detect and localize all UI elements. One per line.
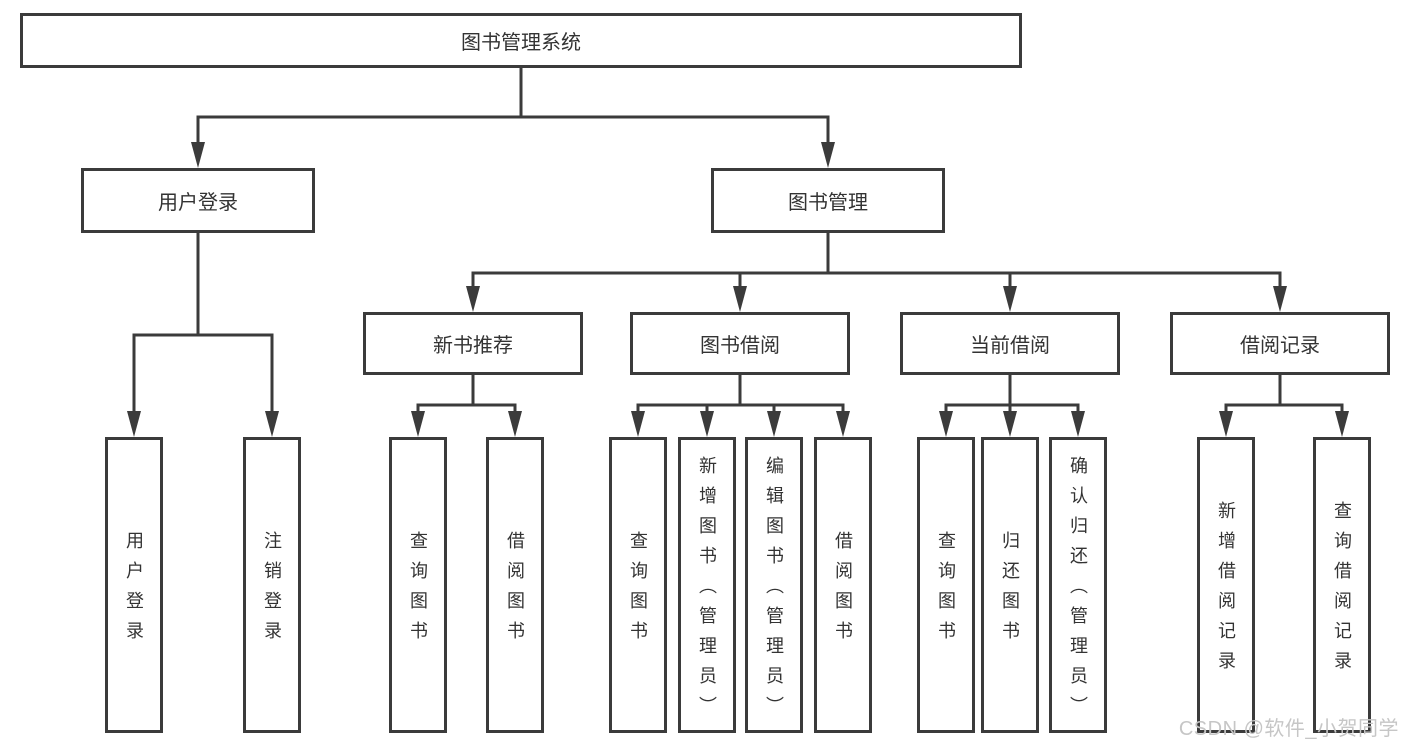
node-new-book-recommend: 新书推荐 [363,312,583,375]
connector-book-management-to-level3 [466,233,1287,312]
leaf-borrow-books-recommend-label: 借阅图书 [505,531,525,651]
leaf-user-login-label: 用户登录 [124,531,144,651]
leaf-confirm-return-admin: 确认归还（管理员） [1049,437,1107,733]
leaf-query-books-borrow: 查询图书 [609,437,667,733]
leaf-add-book-admin-label: 新增图书（管理员） [697,456,717,726]
node-book-management-label: 图书管理 [788,192,868,214]
node-user-login: 用户登录 [81,168,315,233]
leaf-add-borrow-record: 新增借阅记录 [1197,437,1255,733]
leaf-return-book: 归还图书 [981,437,1039,733]
connector-current-borrow-to-leaves [939,375,1085,437]
leaf-borrow-books-label: 借阅图书 [833,531,853,651]
leaf-confirm-return-admin-label: 确认归还（管理员） [1068,456,1088,726]
leaf-borrow-books: 借阅图书 [814,437,872,733]
leaf-query-books-borrow-label: 查询图书 [628,531,648,651]
connector-borrow-records-to-leaves [1219,375,1349,437]
node-book-borrow: 图书借阅 [630,312,850,375]
node-current-borrow-label: 当前借阅 [970,335,1050,357]
node-library-system: 图书管理系统 [20,13,1022,68]
leaf-query-books-recommend: 查询图书 [389,437,447,733]
node-library-system-label: 图书管理系统 [461,32,581,54]
leaf-edit-book-admin: 编辑图书（管理员） [745,437,803,733]
leaf-query-borrow-record: 查询借阅记录 [1313,437,1371,733]
node-user-login-label: 用户登录 [158,192,238,214]
node-current-borrow: 当前借阅 [900,312,1120,375]
leaf-edit-book-admin-label: 编辑图书（管理员） [764,456,784,726]
node-book-management: 图书管理 [711,168,945,233]
leaf-query-books-current: 查询图书 [917,437,975,733]
leaf-borrow-books-recommend: 借阅图书 [486,437,544,733]
leaf-user-login: 用户登录 [105,437,163,733]
leaf-logout: 注销登录 [243,437,301,733]
leaf-query-borrow-record-label: 查询借阅记录 [1332,501,1352,681]
node-borrow-records-label: 借阅记录 [1240,335,1320,357]
leaf-return-book-label: 归还图书 [1000,531,1020,651]
node-book-borrow-label: 图书借阅 [700,335,780,357]
connector-book-borrow-to-leaves [631,375,850,437]
leaf-logout-label: 注销登录 [262,531,282,651]
csdn-watermark: CSDN @软件_小贺同学 [1178,718,1399,740]
leaf-add-book-admin: 新增图书（管理员） [678,437,736,733]
node-new-book-recommend-label: 新书推荐 [433,335,513,357]
leaf-query-books-recommend-label: 查询图书 [408,531,428,651]
connector-user-login-to-leaves [127,233,279,437]
leaf-query-books-current-label: 查询图书 [936,531,956,651]
connector-new-book-recommend-to-leaves [411,375,522,437]
node-borrow-records: 借阅记录 [1170,312,1390,375]
connector-root-to-level2 [191,68,835,168]
leaf-add-borrow-record-label: 新增借阅记录 [1216,501,1236,681]
